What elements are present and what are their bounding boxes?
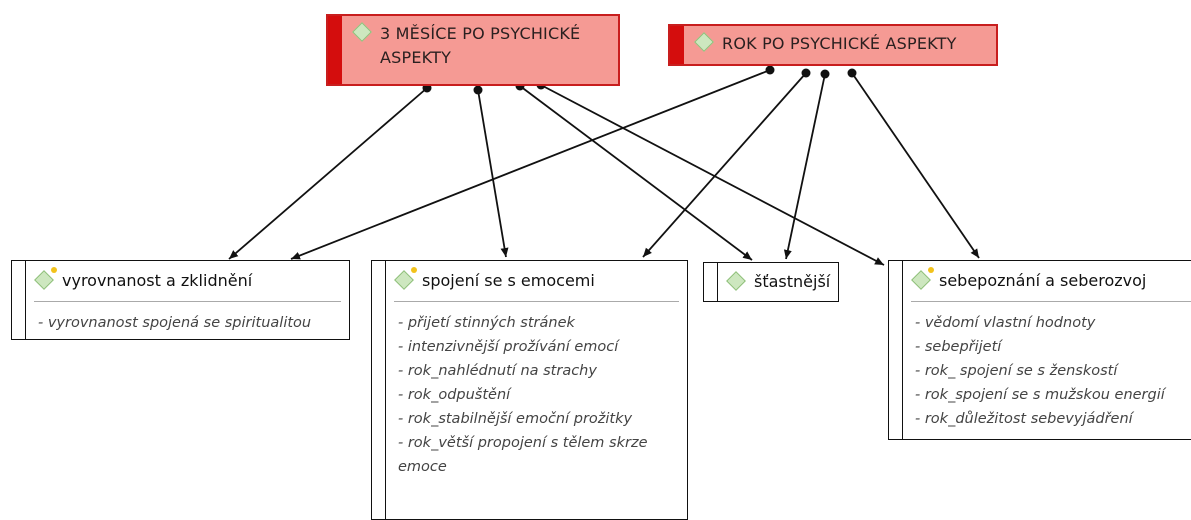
link-origin-dot — [847, 68, 857, 78]
code-item: - rok_důležitost sebevyjádření — [915, 411, 1133, 427]
code-divider — [911, 301, 1191, 302]
code-item-list: - přijetí stinných stránek - intenzivněj… — [398, 311, 679, 479]
code-title: šťastnější — [754, 271, 831, 291]
link-origin-dot — [801, 68, 811, 78]
code-diamond-memo-icon — [911, 267, 934, 290]
category-label: 3 MĚSÍCE PO PSYCHICKÉ ASPEKTY — [380, 24, 581, 67]
category-label: ROK PO PSYCHICKÉ ASPEKTY — [722, 34, 957, 53]
code-item: - rok_stabilnější emoční prožitky — [398, 411, 633, 427]
category-color-bar — [328, 16, 342, 84]
code-title: vyrovnanost a zklidnění — [62, 270, 253, 290]
link-origin-dot — [473, 85, 483, 95]
code-diamond-memo-icon — [34, 267, 57, 290]
code-diamond-icon — [352, 22, 372, 42]
code-item: - vyrovnanost spojená se spiritualitou — [38, 315, 312, 331]
code-item: - rok_spojení se s mužskou energií — [915, 387, 1165, 403]
code-diamond-icon — [694, 32, 714, 52]
link-arrow — [851, 72, 980, 259]
code-title: spojení se s emocemi — [422, 270, 595, 290]
category-node-rok[interactable]: ROK PO PSYCHICKÉ ASPEKTY — [668, 24, 998, 66]
code-item: - sebepřijetí — [915, 339, 1002, 355]
code-node-stastnejsi[interactable]: šťastnější — [703, 262, 839, 302]
code-item: - intenzivnější prožívání emocí — [398, 339, 619, 355]
code-item: - rok_odpuštění — [398, 387, 511, 403]
code-diamond-memo-icon — [394, 267, 417, 290]
category-color-bar — [670, 26, 684, 64]
code-node-vyrovnanost[interactable]: vyrovnanost a zklidnění - vyrovnanost sp… — [11, 260, 350, 340]
code-item: - vědomí vlastní hodnoty — [915, 315, 1096, 331]
link-arrow — [540, 84, 885, 266]
code-item-list: - vyrovnanost spojená se spiritualitou — [38, 311, 341, 335]
code-diamond-icon — [726, 271, 746, 291]
category-node-3-mesice[interactable]: 3 MĚSÍCE PO PSYCHICKÉ ASPEKTY — [326, 14, 620, 86]
code-item: - rok_ spojení se s ženskostí — [915, 363, 1118, 379]
code-node-spojeni-s-emocemi[interactable]: spojení se s emocemi - přijetí stinných … — [371, 260, 688, 520]
code-divider — [394, 301, 679, 302]
code-item-list: - vědomí vlastní hodnoty - sebepřijetí -… — [915, 311, 1191, 431]
link-arrow — [228, 87, 428, 260]
link-arrow — [290, 69, 771, 260]
link-arrow — [477, 89, 509, 258]
link-origin-dot — [765, 65, 775, 75]
code-item: - rok_nahlédnutí na strachy — [398, 363, 597, 379]
link-arrow — [642, 72, 807, 258]
code-item: - přijetí stinných stránek — [398, 315, 575, 331]
link-origin-dot — [820, 69, 830, 79]
code-item: - rok_větší propojení s tělem skrze emoc… — [398, 435, 648, 475]
code-title: sebepoznání a seberozvoj — [939, 270, 1147, 290]
code-divider — [34, 301, 341, 302]
code-node-sebepoznani[interactable]: sebepoznání a seberozvoj - vědomí vlastn… — [888, 260, 1191, 440]
link-arrow — [783, 73, 826, 260]
link-arrow — [519, 85, 753, 261]
